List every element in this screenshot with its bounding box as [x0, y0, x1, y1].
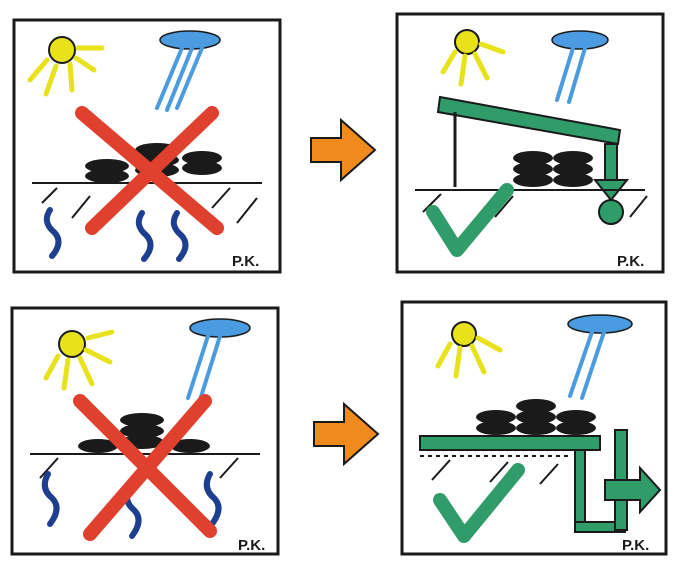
signature: P.K. [617, 253, 644, 270]
ground [420, 455, 570, 485]
concrete-slab [419, 435, 601, 451]
signature: P.K. [232, 253, 259, 270]
drain-pipe [574, 429, 662, 533]
panel-frame [395, 12, 665, 274]
rain-icon [186, 318, 251, 402]
signature: P.K. [238, 537, 265, 554]
tire-stack [513, 151, 593, 187]
rain-icon [567, 314, 633, 400]
panel-bottom-left: P.K. [10, 306, 280, 556]
transition-arrow-top [303, 110, 383, 190]
drain-pipe [592, 143, 630, 225]
tire-stack [476, 399, 596, 435]
ground [30, 453, 260, 479]
panel-top-left-drawing: P.K. [12, 18, 282, 274]
rain-icon [155, 30, 221, 112]
rain-icon [551, 30, 609, 104]
panel-top-right-drawing: P.K. [395, 12, 665, 274]
rejected-cross-icon [73, 394, 217, 541]
panel-top-left: P.K. [12, 18, 282, 274]
sun-icon [27, 36, 105, 97]
check-mark-icon [426, 183, 514, 257]
panel-bottom-left-drawing: P.K. [10, 306, 280, 556]
panel-frame [12, 18, 282, 274]
panel-frame [400, 300, 668, 556]
check-mark-icon [433, 463, 525, 543]
ground [415, 189, 648, 218]
ground [32, 182, 262, 224]
arrow-right-icon [310, 117, 377, 183]
panel-top-right: P.K. [395, 12, 665, 274]
panel-bottom-right-drawing: P.K. [400, 300, 668, 556]
signature: P.K. [622, 537, 649, 554]
transition-arrow-bottom [306, 394, 386, 474]
arrow-right-icon [313, 401, 380, 467]
sun-icon [43, 329, 115, 391]
rejected-cross-icon [75, 106, 224, 235]
water-seepage-icon [43, 207, 189, 262]
sun-icon [435, 321, 503, 379]
panel-bottom-right: P.K. [400, 300, 668, 556]
sun-icon [440, 29, 506, 87]
panel-frame [10, 306, 280, 556]
